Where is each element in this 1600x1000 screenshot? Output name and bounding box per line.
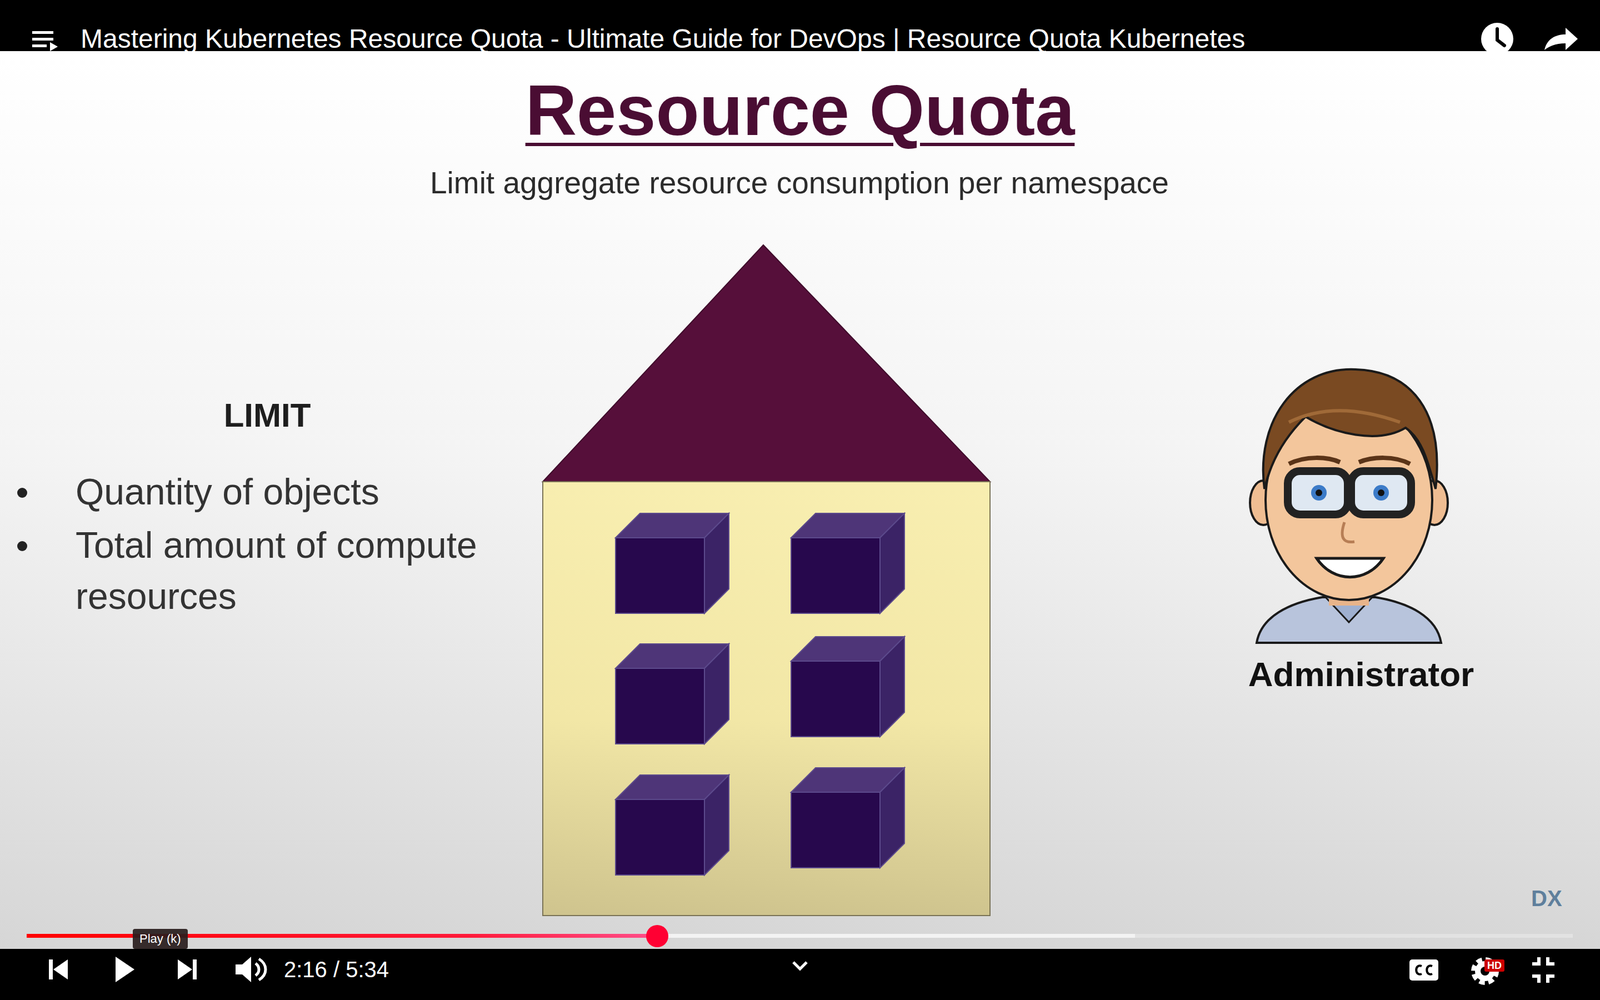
video-title: Mastering Kubernetes Resource Quota - Ul… xyxy=(80,22,1442,55)
progress-played xyxy=(26,933,658,938)
bullet-text: Total amount of compute resources xyxy=(75,519,532,622)
watch-later-icon xyxy=(1481,22,1514,55)
previous-icon xyxy=(48,959,68,980)
bullet-dot xyxy=(17,487,28,498)
exit-fullscreen-icon xyxy=(1532,957,1555,983)
tooltip-box: Play (k) xyxy=(132,928,188,949)
chevron-icon xyxy=(793,962,807,969)
progress-buffered xyxy=(26,933,1135,938)
volume-icon xyxy=(235,956,266,983)
slide-subtitle: Limit aggregate resource consumption per… xyxy=(188,164,1411,202)
bullet-dot xyxy=(17,541,28,552)
hd-badge-text: HD xyxy=(1487,960,1502,972)
playlist-icon xyxy=(32,31,58,52)
hd-badge: HD xyxy=(1484,959,1505,972)
tooltip-box-text: Play (k) xyxy=(139,931,182,947)
captions-icon xyxy=(1409,959,1439,981)
progress-track xyxy=(26,933,1573,938)
time-display: 2:16 / 5:34 xyxy=(283,956,389,983)
administrator-avatar xyxy=(1250,369,1448,643)
share-icon xyxy=(1544,27,1578,50)
control-bar xyxy=(0,948,1600,1000)
channel-watermark: DX xyxy=(1531,885,1563,912)
bullet-text: Quantity of objects xyxy=(75,466,532,518)
avatar-caption: Administrator xyxy=(1194,653,1528,695)
next-icon xyxy=(177,959,197,980)
progress-thumb xyxy=(646,925,669,948)
play-icon xyxy=(115,956,135,983)
slide-title: Resource Quota xyxy=(0,69,1600,152)
resource-cubes xyxy=(615,513,905,875)
namespace-house xyxy=(542,245,990,916)
list-heading: LIMIT xyxy=(72,395,462,436)
slide-background xyxy=(0,51,1600,949)
